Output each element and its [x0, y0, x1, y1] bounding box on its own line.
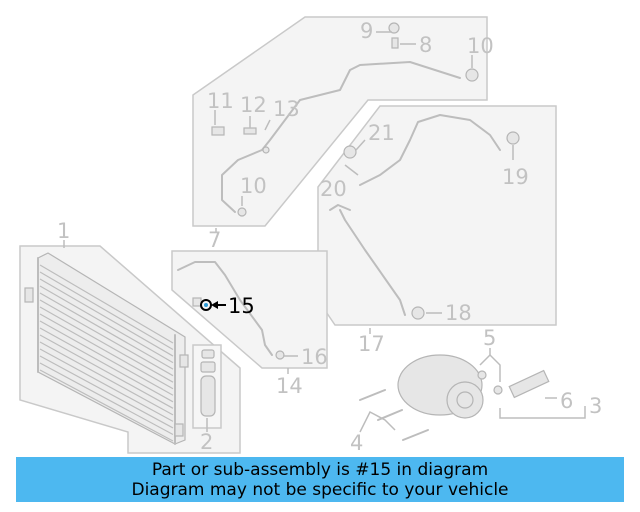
callout-4: 4 [350, 431, 363, 455]
info-banner: Part or sub-assembly is #15 in diagram D… [16, 457, 624, 502]
callout-21: 21 [368, 121, 395, 145]
callout-1: 1 [57, 219, 70, 243]
callout-19: 19 [502, 165, 529, 189]
callout-5: 5 [483, 326, 496, 350]
callout-18: 18 [445, 301, 472, 325]
callout-12: 12 [240, 93, 267, 117]
callout-17: 17 [358, 332, 385, 356]
callout-9: 9 [360, 19, 373, 43]
callout-13: 13 [273, 97, 300, 121]
compressor-assembly [359, 354, 550, 441]
callout-7: 7 [208, 228, 221, 252]
callout-10-top: 10 [467, 34, 494, 58]
callout-16: 16 [301, 345, 328, 369]
panel-group-14 [171, 250, 328, 369]
panel-group-17 [317, 105, 557, 326]
callout-6: 6 [560, 389, 573, 413]
part-15-arrow [211, 301, 218, 309]
callout-2: 2 [200, 430, 213, 454]
banner-line-1: Part or sub-assembly is #15 in diagram [151, 460, 489, 480]
hose-group-17 [329, 114, 520, 320]
callout-20: 20 [320, 177, 347, 201]
callout-10-left: 10 [240, 174, 267, 198]
drier-part-2 [192, 344, 222, 429]
callout-3: 3 [589, 394, 602, 418]
banner-line-2: Diagram may not be specific to your vehi… [131, 480, 509, 500]
callout-14: 14 [276, 374, 303, 398]
callout-15: 15 [228, 294, 255, 318]
condenser-assembly [24, 252, 189, 445]
callout-11: 11 [207, 89, 234, 113]
panel-group-7 [192, 16, 488, 227]
parts-diagram: 1 2 3 4 5 6 7 8 9 10 10 11 12 13 14 15 1… [19, 16, 602, 455]
callout-leaders [63, 31, 586, 433]
hose-group-7 [211, 22, 479, 217]
callout-8: 8 [419, 33, 432, 57]
